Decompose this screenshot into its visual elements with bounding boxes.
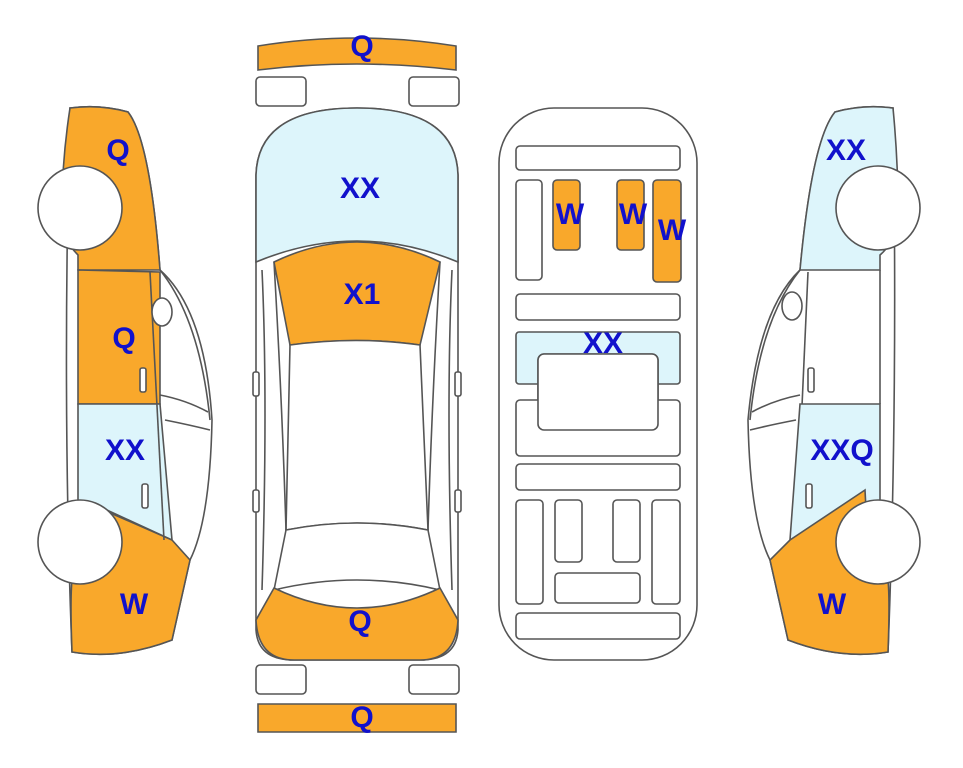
- underbody-rear-inner-right: [612, 499, 641, 563]
- left-mirror: [151, 297, 173, 327]
- top-rear-right-pad: [408, 664, 460, 695]
- top-right-mirror: [454, 371, 462, 397]
- label-underbody-rail-middle: W: [619, 198, 648, 231]
- right-mirror: [781, 291, 803, 321]
- underbody-bar-2: [515, 293, 681, 321]
- label-top-windshield: X1: [344, 278, 381, 311]
- top-right-pillar-line: [448, 269, 453, 591]
- right-front-handle: [807, 367, 815, 393]
- label-left-front-door: Q: [112, 322, 135, 355]
- top-left-window-line: [273, 261, 287, 531]
- top-right-window-line: [427, 261, 441, 531]
- underbody-left-frame: [515, 179, 543, 281]
- underbody-rear-inner-left: [554, 499, 583, 563]
- left-front-handle: [139, 367, 147, 393]
- top-view: [252, 37, 462, 733]
- right-front-wheel: [835, 165, 921, 251]
- underbody-rear-bar: [515, 612, 681, 640]
- right-window-line-3: [749, 419, 797, 431]
- label-top-hood: XX: [340, 172, 380, 205]
- left-front-wheel: [37, 165, 123, 251]
- label-underbody-rail-right: W: [658, 214, 687, 247]
- label-left-rear-door: XX: [105, 434, 145, 467]
- underbody-rail-left[interactable]: [552, 179, 581, 251]
- top-front-right-pad: [408, 76, 460, 107]
- right-side-view: [747, 105, 921, 656]
- damage-labels: Q XX X1 Q Q Q Q XX W W W W XX XX XXQ W: [105, 30, 874, 734]
- top-front-bumper[interactable]: [257, 37, 457, 71]
- underbody-rear-right: [651, 499, 681, 605]
- top-right-handle: [454, 489, 462, 513]
- right-rear-wheel: [835, 499, 921, 585]
- left-window-line-3: [164, 419, 211, 431]
- underbody-view: [498, 107, 698, 661]
- underbody-bar-4: [515, 463, 681, 491]
- top-roof: [285, 339, 429, 531]
- top-front-left-pad: [255, 76, 307, 107]
- label-top-front-bumper: Q: [350, 30, 373, 63]
- top-rear-window: [272, 522, 442, 592]
- top-rear-bumper[interactable]: [257, 703, 457, 733]
- label-left-rear-quarter: W: [120, 588, 149, 621]
- underbody-rear-mid: [554, 572, 641, 604]
- left-side-view: [37, 105, 213, 656]
- underbody-rail-middle[interactable]: [616, 179, 645, 251]
- label-right-rear-quarter: W: [818, 588, 847, 621]
- top-hood[interactable]: [255, 107, 459, 264]
- label-left-front-fender: Q: [106, 134, 129, 167]
- left-window-line: [159, 269, 211, 421]
- underbody-front-bar: [515, 145, 681, 171]
- underbody-center-panel-top: [537, 353, 659, 431]
- underbody-rail-right[interactable]: [652, 179, 682, 283]
- left-rear-wheel: [37, 499, 123, 585]
- right-rear-handle: [805, 483, 813, 509]
- left-rear-handle: [141, 483, 149, 509]
- label-right-front-fender: XX: [826, 134, 866, 167]
- right-window-line-2: [751, 394, 801, 413]
- label-top-trunk: Q: [348, 605, 371, 638]
- label-underbody-crossmember: XX: [583, 327, 623, 360]
- label-right-rear-door: XXQ: [810, 434, 873, 467]
- right-window-line: [749, 269, 801, 421]
- top-left-mirror: [252, 371, 260, 397]
- left-window-line-2: [159, 394, 209, 413]
- top-left-handle: [252, 489, 260, 513]
- top-left-pillar-line: [261, 269, 266, 591]
- underbody-rear-left: [515, 499, 544, 605]
- top-trunk[interactable]: [255, 586, 459, 661]
- label-top-rear-bumper: Q: [350, 701, 373, 734]
- top-rear-left-pad: [255, 664, 307, 695]
- label-underbody-rail-left: W: [556, 198, 585, 231]
